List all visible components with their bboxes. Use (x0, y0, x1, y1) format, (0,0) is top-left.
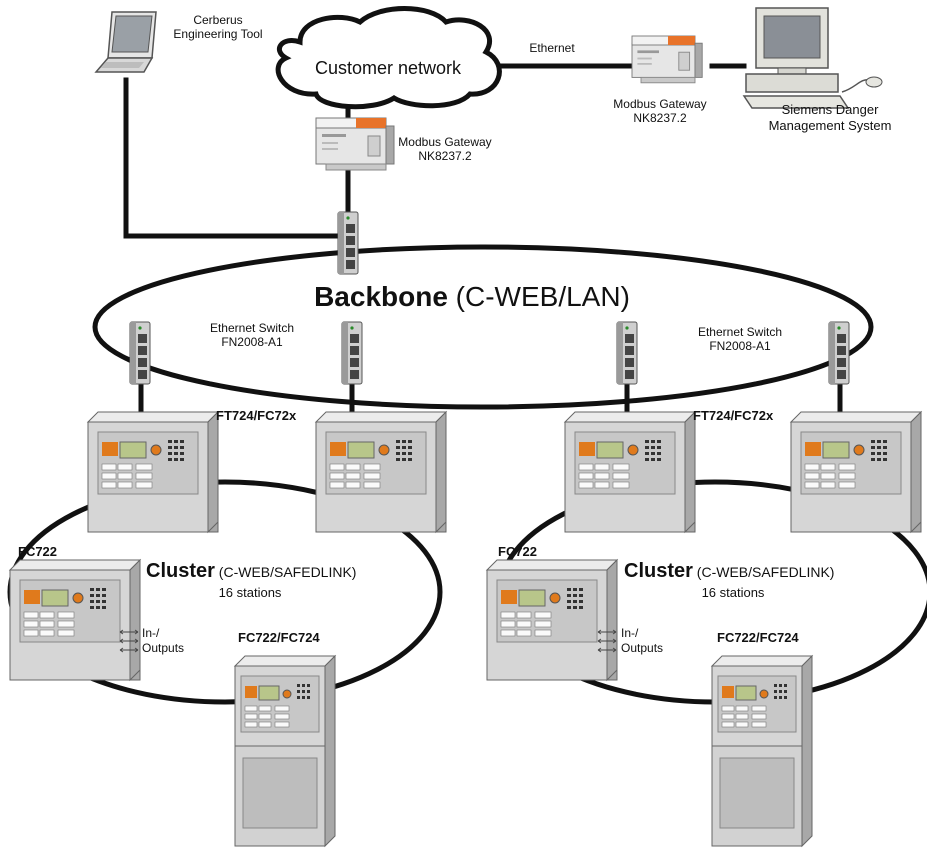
cluster-right-label: Cluster (C-WEB/SAFEDLINK) (624, 560, 834, 582)
gateway-right-label-line2: NK8237.2 (633, 111, 687, 125)
panel-left-cluster-fc722 (9, 559, 141, 681)
customer-network-cloud: Customer network (275, 6, 502, 110)
cluster-left-label-bold: Cluster (146, 560, 215, 582)
fc722-left-label: FC722 (18, 544, 57, 559)
io-right-label-line2: Outputs (621, 641, 663, 655)
panel-left-cluster-fc722-724 (234, 655, 336, 847)
panel-right-cluster-fc722-724 (711, 655, 813, 847)
engineering-tool-label-line2: Engineering Tool (173, 27, 262, 41)
ethernet-switch-left-2 (341, 321, 363, 385)
switch-left-label-line2: FN2008-A1 (221, 335, 283, 349)
dms-label-line1: Siemens Danger (782, 102, 879, 117)
engineering-tool-cable (123, 77, 343, 239)
io-arrows-left-icon (119, 629, 139, 653)
switch-right-label-line2: FN2008-A1 (709, 339, 771, 353)
backbone-ring (92, 244, 874, 410)
fc722-724-left-label: FC722/FC724 (238, 630, 320, 645)
ethernet-label: Ethernet (529, 41, 575, 55)
cluster-right-label-rest: (C-WEB/SAFEDLINK) (693, 564, 835, 580)
cluster-left-label: Cluster (C-WEB/SAFEDLINK) (146, 560, 356, 582)
panel-right-cluster-fc722 (486, 559, 618, 681)
panel-right-cluster-ft724-a (564, 411, 696, 533)
ft724-right-label: FT724/FC72x (693, 408, 774, 423)
switch-left-label-line1: Ethernet Switch (210, 321, 294, 335)
cluster-left-label-rest: (C-WEB/SAFEDLINK) (215, 564, 357, 580)
customer-network-label: Customer network (315, 58, 462, 78)
backbone-label-bold: Backbone (314, 281, 448, 312)
ethernet-switch-right-2 (828, 321, 850, 385)
ethernet-switch-backbone-top (337, 211, 359, 275)
cluster-right-label-bold: Cluster (624, 560, 693, 582)
io-arrows-right-icon (597, 629, 617, 653)
gateway-right-label-line1: Modbus Gateway (613, 97, 706, 111)
ft724-left-label: FT724/FC72x (216, 408, 297, 423)
laptop-icon (94, 11, 157, 73)
modbus-gateway-right (631, 35, 703, 84)
fc722-724-right-label: FC722/FC724 (717, 630, 799, 645)
ethernet-switch-right-1 (616, 321, 638, 385)
ethernet-switch-left-1 (129, 321, 151, 385)
switch-right-label-line1: Ethernet Switch (698, 325, 782, 339)
engineering-tool-label-line1: Cerberus (193, 13, 242, 27)
cables (123, 63, 843, 421)
gateway-center-label-line2: NK8237.2 (418, 149, 472, 163)
dms-label-line2: Management System (769, 118, 892, 133)
backbone-label-rest: (C-WEB/LAN) (448, 281, 630, 312)
io-left-label-line1: In-/ (142, 626, 160, 640)
backbone-label: Backbone (C-WEB/LAN) (314, 281, 630, 312)
panel-right-cluster-ft724-b (790, 411, 922, 533)
io-left-label-line2: Outputs (142, 641, 184, 655)
panel-left-cluster-ft724-a (87, 411, 219, 533)
workstation-icon (742, 7, 883, 109)
modbus-gateway-center (315, 117, 395, 171)
gateway-center-label-line1: Modbus Gateway (398, 135, 491, 149)
fc722-right-label: FC722 (498, 544, 537, 559)
stations-left-label: 16 stations (219, 585, 282, 600)
io-right-label-line1: In-/ (621, 626, 639, 640)
stations-right-label: 16 stations (702, 585, 765, 600)
panel-left-cluster-ft724-b (315, 411, 447, 533)
